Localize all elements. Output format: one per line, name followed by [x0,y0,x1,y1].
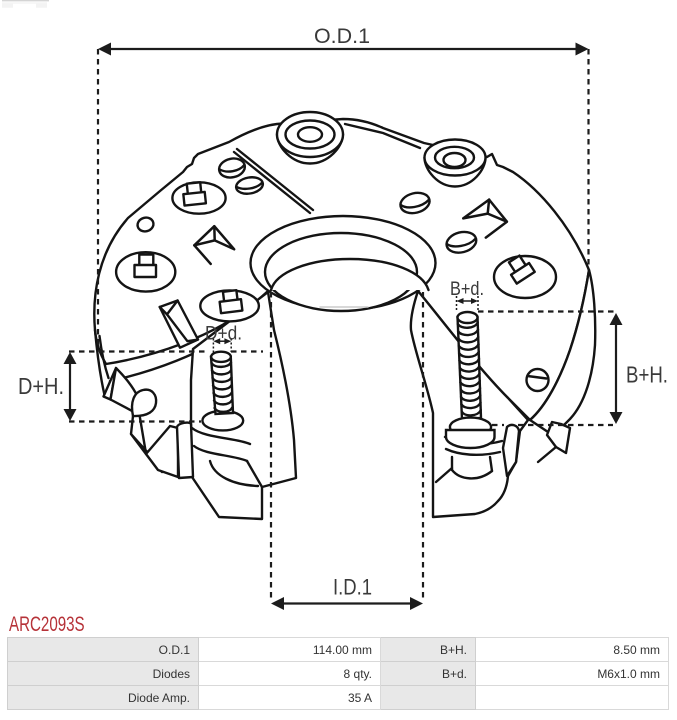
svg-text:I.D.1: I.D.1 [333,575,372,600]
svg-text:D+d.: D+d. [205,324,242,345]
svg-text:O.D.1: O.D.1 [314,25,370,48]
svg-text:D+H.: D+H. [18,373,64,399]
svg-text:B+d.: B+d. [450,279,484,300]
svg-text:B+H.: B+H. [626,362,668,388]
